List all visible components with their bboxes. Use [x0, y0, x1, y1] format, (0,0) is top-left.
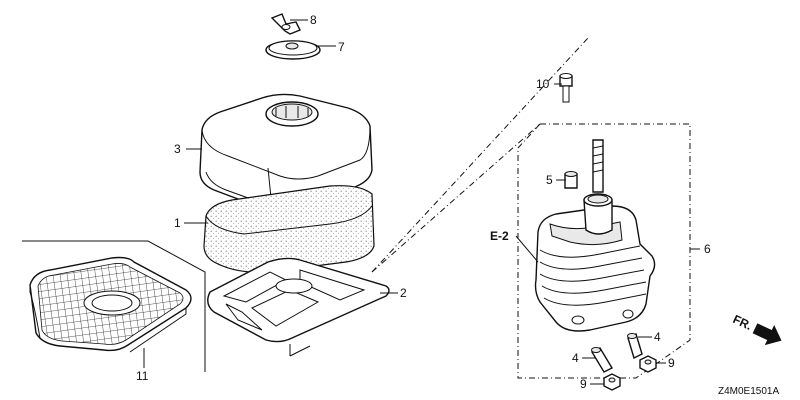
part-1-foam-element — [203, 185, 375, 273]
callout-9-lower: 9 — [580, 377, 587, 391]
part-6-air-cleaner-case — [534, 139, 656, 332]
part-2-element-holder — [207, 257, 390, 357]
part-4-sleeve-lower — [591, 347, 613, 373]
part-11-precleaner-screen — [29, 256, 192, 353]
reference-e2: E-2 — [490, 229, 509, 243]
part-9-nut-right — [639, 355, 657, 373]
front-label: FR. — [731, 312, 754, 333]
part-4-sleeve-right — [627, 333, 643, 359]
part-6-frame — [371, 37, 691, 379]
part-7-washer — [265, 40, 321, 60]
callout-5: 5 — [546, 173, 553, 187]
drawing-code: Z4M0E1501A — [718, 386, 779, 397]
part-9-nut-lower — [603, 373, 621, 391]
callout-9-right: 9 — [668, 356, 675, 370]
leader-lines — [143, 19, 700, 385]
front-direction-indicator: FR. — [731, 312, 782, 346]
callout-11: 11 — [136, 369, 149, 383]
part-10-bolt — [559, 73, 573, 103]
callout-4-right: 4 — [654, 330, 661, 344]
front-arrow-icon — [752, 323, 782, 346]
callout-10: 10 — [536, 77, 550, 91]
part-5-collar — [564, 171, 578, 189]
callout-3: 3 — [174, 142, 181, 156]
part-8-wing-nut — [270, 13, 301, 35]
precleaner-frame — [22, 240, 206, 372]
callout-1: 1 — [174, 216, 181, 230]
callout-6: 6 — [704, 242, 711, 256]
callout-7: 7 — [338, 40, 345, 54]
part-3-air-cleaner-cover — [199, 93, 373, 212]
callout-2: 2 — [400, 286, 407, 300]
callout-4-lower: 4 — [572, 351, 579, 365]
callout-8: 8 — [310, 13, 317, 27]
